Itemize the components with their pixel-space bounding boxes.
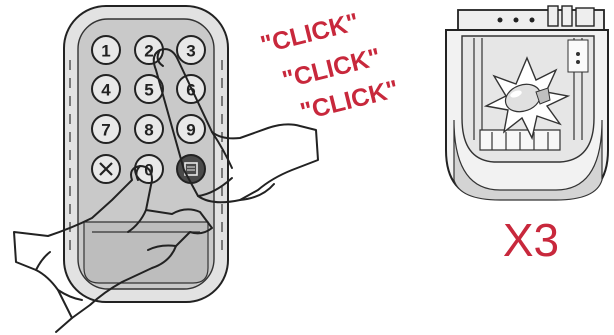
key-1[interactable]: 1 xyxy=(92,36,120,64)
key-3[interactable]: 3 xyxy=(177,36,205,64)
key-2-label: 2 xyxy=(144,42,153,61)
key-7[interactable]: 7 xyxy=(92,115,120,143)
key-8-label: 8 xyxy=(144,121,153,140)
key-8[interactable]: 8 xyxy=(135,115,163,143)
garage-door-opener xyxy=(446,6,608,200)
click-sound-text: "CLICK" "CLICK" "CLICK" xyxy=(258,8,402,126)
key-7-label: 7 xyxy=(101,121,110,140)
key-5-label: 5 xyxy=(144,81,153,100)
keypad-cover xyxy=(84,222,208,283)
key-1-label: 1 xyxy=(101,42,110,61)
key-9[interactable]: 9 xyxy=(177,115,205,143)
key-4[interactable]: 4 xyxy=(92,75,120,103)
key-cancel[interactable] xyxy=(92,155,120,183)
key-9-label: 9 xyxy=(186,121,195,140)
repeat-count: X3 xyxy=(503,214,559,266)
keypad: 1 2 3 4 5 6 7 8 xyxy=(64,6,228,302)
key-4-label: 4 xyxy=(101,81,111,100)
key-3-label: 3 xyxy=(186,42,195,61)
